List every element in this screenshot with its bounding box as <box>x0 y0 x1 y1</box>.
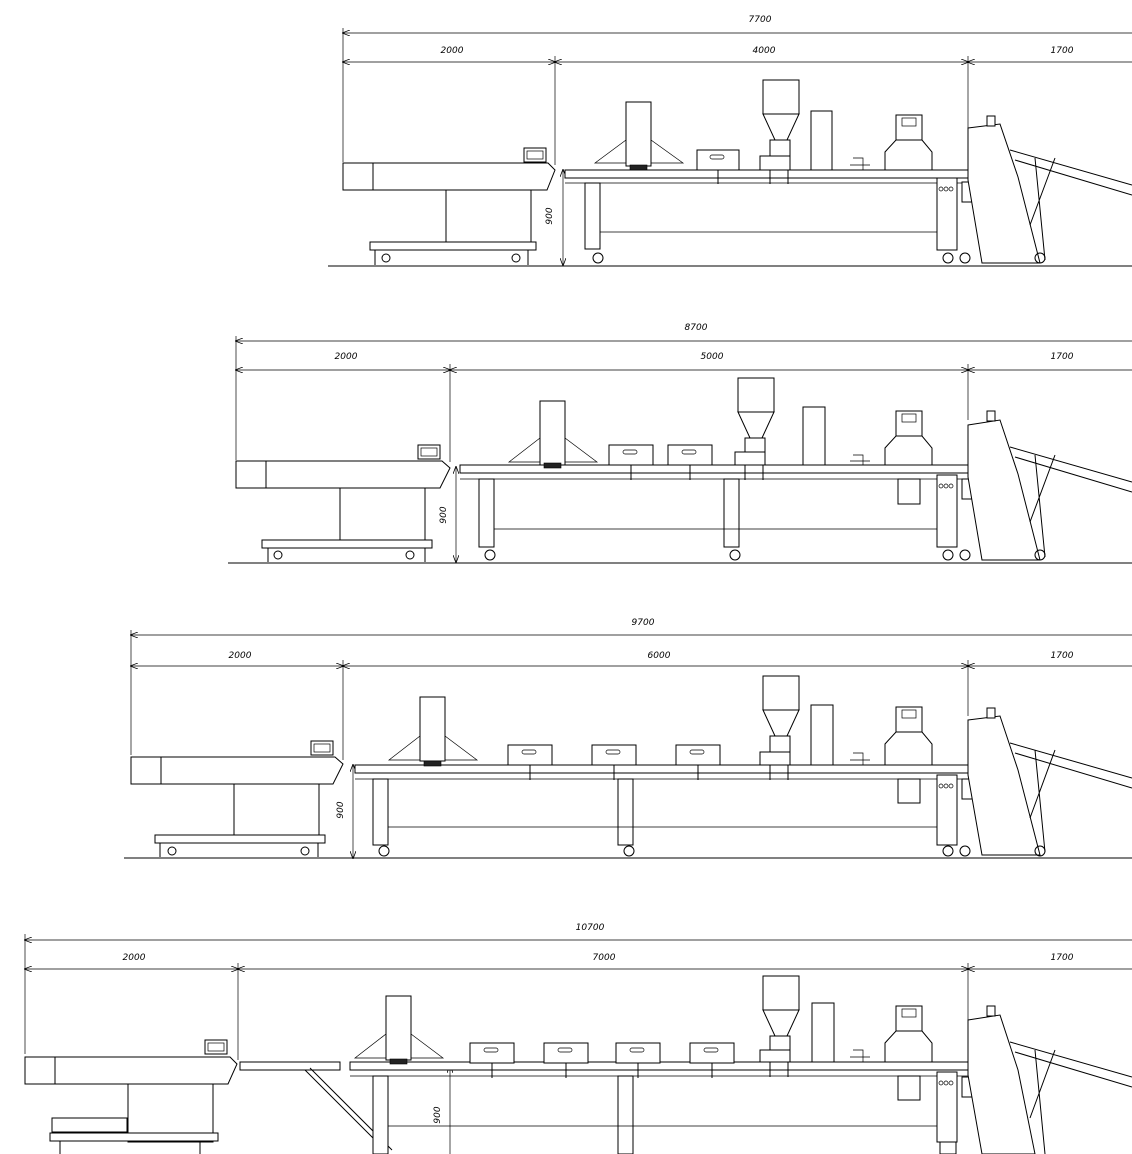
infeed-length-label: 2000 <box>441 46 464 56</box>
line-length-label: 7000 <box>593 953 616 963</box>
sensor-station <box>850 1005 933 1101</box>
depositor-funnel <box>759 79 800 184</box>
dimension-lines <box>131 630 1132 858</box>
rack-module-3 <box>615 1042 661 1078</box>
rack-module-1 <box>608 444 654 480</box>
rack-module-1 <box>696 149 740 184</box>
rack-module-2 <box>591 744 637 780</box>
total-length-label: 9700 <box>632 618 655 628</box>
dimension-lines <box>236 336 1132 562</box>
infeed-table <box>24 1039 238 1154</box>
total-length-label: 10700 <box>576 923 605 933</box>
rack-module-3 <box>675 744 721 780</box>
topping-hopper <box>593 101 685 171</box>
line-length-label: 5000 <box>701 352 724 362</box>
infeed-length-label: 2000 <box>335 352 358 362</box>
rack-module-2 <box>667 444 713 480</box>
infeed-table <box>342 147 556 265</box>
topping-hopper <box>353 995 445 1065</box>
sensor-station <box>850 706 933 804</box>
height-label: 900 <box>433 1106 443 1123</box>
topping-hopper <box>507 400 599 469</box>
rack-module-4 <box>689 1042 735 1078</box>
dispenser-cabinet <box>810 110 833 171</box>
rack-module-1 <box>469 1042 515 1078</box>
main-conveyor <box>354 764 970 857</box>
dispenser-cabinet <box>811 1002 835 1063</box>
depositor-funnel <box>759 975 800 1077</box>
layout-1: 7700 2000 4000 1700 900 <box>328 15 1132 267</box>
outfeed-machine <box>936 115 1132 264</box>
depositor-funnel <box>734 377 775 480</box>
outfeed-length-label: 1700 <box>1051 46 1074 56</box>
main-conveyor <box>564 169 970 264</box>
total-length-label: 7700 <box>749 15 772 25</box>
height-label: 900 <box>545 207 555 224</box>
outfeed-machine <box>936 707 1132 857</box>
total-length-label: 8700 <box>685 323 708 333</box>
layout-4: 10700 2000 7000 1700 900 <box>25 923 1132 1154</box>
outfeed-length-label: 1700 <box>1051 953 1074 963</box>
infeed-length-label: 2000 <box>123 953 146 963</box>
outfeed-machine <box>936 1005 1132 1154</box>
dimension-lines <box>25 934 1132 1154</box>
layout-3: 9700 2000 6000 1700 900 <box>124 618 1132 858</box>
transfer-conveyor <box>239 1061 393 1151</box>
infeed-length-label: 2000 <box>229 651 252 661</box>
height-label: 900 <box>336 801 346 818</box>
outfeed-length-label: 1700 <box>1051 651 1074 661</box>
infeed-table <box>130 740 344 857</box>
infeed-table <box>235 444 451 562</box>
dimension-lines <box>343 28 1132 265</box>
main-conveyor <box>459 464 970 561</box>
depositor-funnel <box>759 675 800 780</box>
rack-module-2 <box>543 1042 589 1078</box>
height-label: 900 <box>439 506 449 523</box>
sensor-station <box>850 410 933 505</box>
layout-2: 8700 2000 5000 1700 900 <box>228 323 1132 564</box>
outfeed-machine <box>936 410 1132 561</box>
dispenser-cabinet <box>802 406 826 466</box>
line-length-label: 6000 <box>648 651 671 661</box>
rack-module-1 <box>507 744 553 780</box>
line-length-label: 4000 <box>753 46 776 56</box>
topping-hopper <box>387 696 479 767</box>
dispenser-cabinet <box>810 704 834 766</box>
sensor-station <box>850 114 933 171</box>
outfeed-length-label: 1700 <box>1051 352 1074 362</box>
